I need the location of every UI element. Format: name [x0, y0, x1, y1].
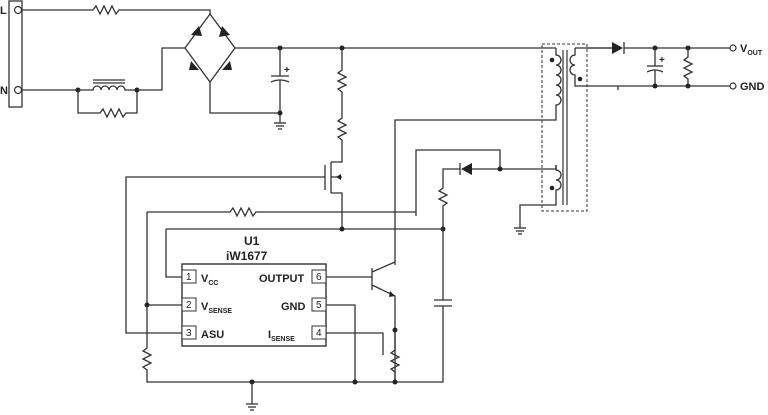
ground-symbol: [274, 122, 286, 130]
aux-diode: [461, 163, 472, 175]
controller-ic: U1 iW1677 1 2 3 6 5 4 VCC VSENSE ASU OUT…: [181, 234, 327, 347]
startup-resistors: [336, 45, 348, 150]
pin-asu-label: ASU: [201, 329, 224, 341]
neutral-terminal-label: N: [0, 85, 8, 97]
pin-isense-label: ISENSE: [268, 329, 295, 343]
vout-label: VOUT: [740, 43, 763, 57]
switch-transistor: [246, 261, 401, 411]
ic-part-label: iW1677: [226, 249, 268, 263]
line-terminal-label: L: [0, 5, 7, 17]
pin-vcc-label: VCC: [201, 273, 218, 287]
pin-gnd-label: GND: [281, 301, 306, 313]
ground-symbol: [246, 403, 258, 411]
output-cap-polarity: +: [659, 55, 665, 66]
bridge-diode-2: [219, 26, 230, 37]
mosfet: [125, 150, 343, 334]
output-diode: [612, 42, 623, 54]
bridge-diode-1: [191, 26, 202, 36]
bulk-capacitor: +: [270, 45, 290, 130]
pin-3-number: 3: [186, 328, 192, 339]
pin-2-number: 2: [186, 300, 192, 311]
output-stage: + VOUT GND: [587, 42, 765, 93]
ground-symbol: [514, 227, 526, 235]
pin-4-number: 4: [316, 328, 322, 339]
bulk-cap-polarity: +: [284, 65, 290, 76]
bridge-rectifier: [184, 12, 542, 114]
control-wiring: [141, 206, 443, 383]
bridge-diode-3: [189, 61, 199, 70]
transformer: [394, 43, 619, 265]
gnd-label: GND: [740, 81, 765, 93]
pin-5-number: 5: [316, 300, 322, 311]
pin-6-number: 6: [316, 272, 322, 283]
pin-vsense-label: VSENSE: [201, 301, 232, 315]
input-filter: [22, 47, 185, 119]
input-line-path: [22, 4, 211, 16]
pin-1-number: 1: [186, 272, 192, 283]
auxiliary-supply: [355, 149, 503, 383]
ic-ref-label: U1: [244, 234, 260, 248]
ac-input-connector: L N: [0, 0, 23, 108]
bridge-diode-4: [222, 61, 232, 70]
pin-output-label: OUTPUT: [259, 273, 305, 285]
